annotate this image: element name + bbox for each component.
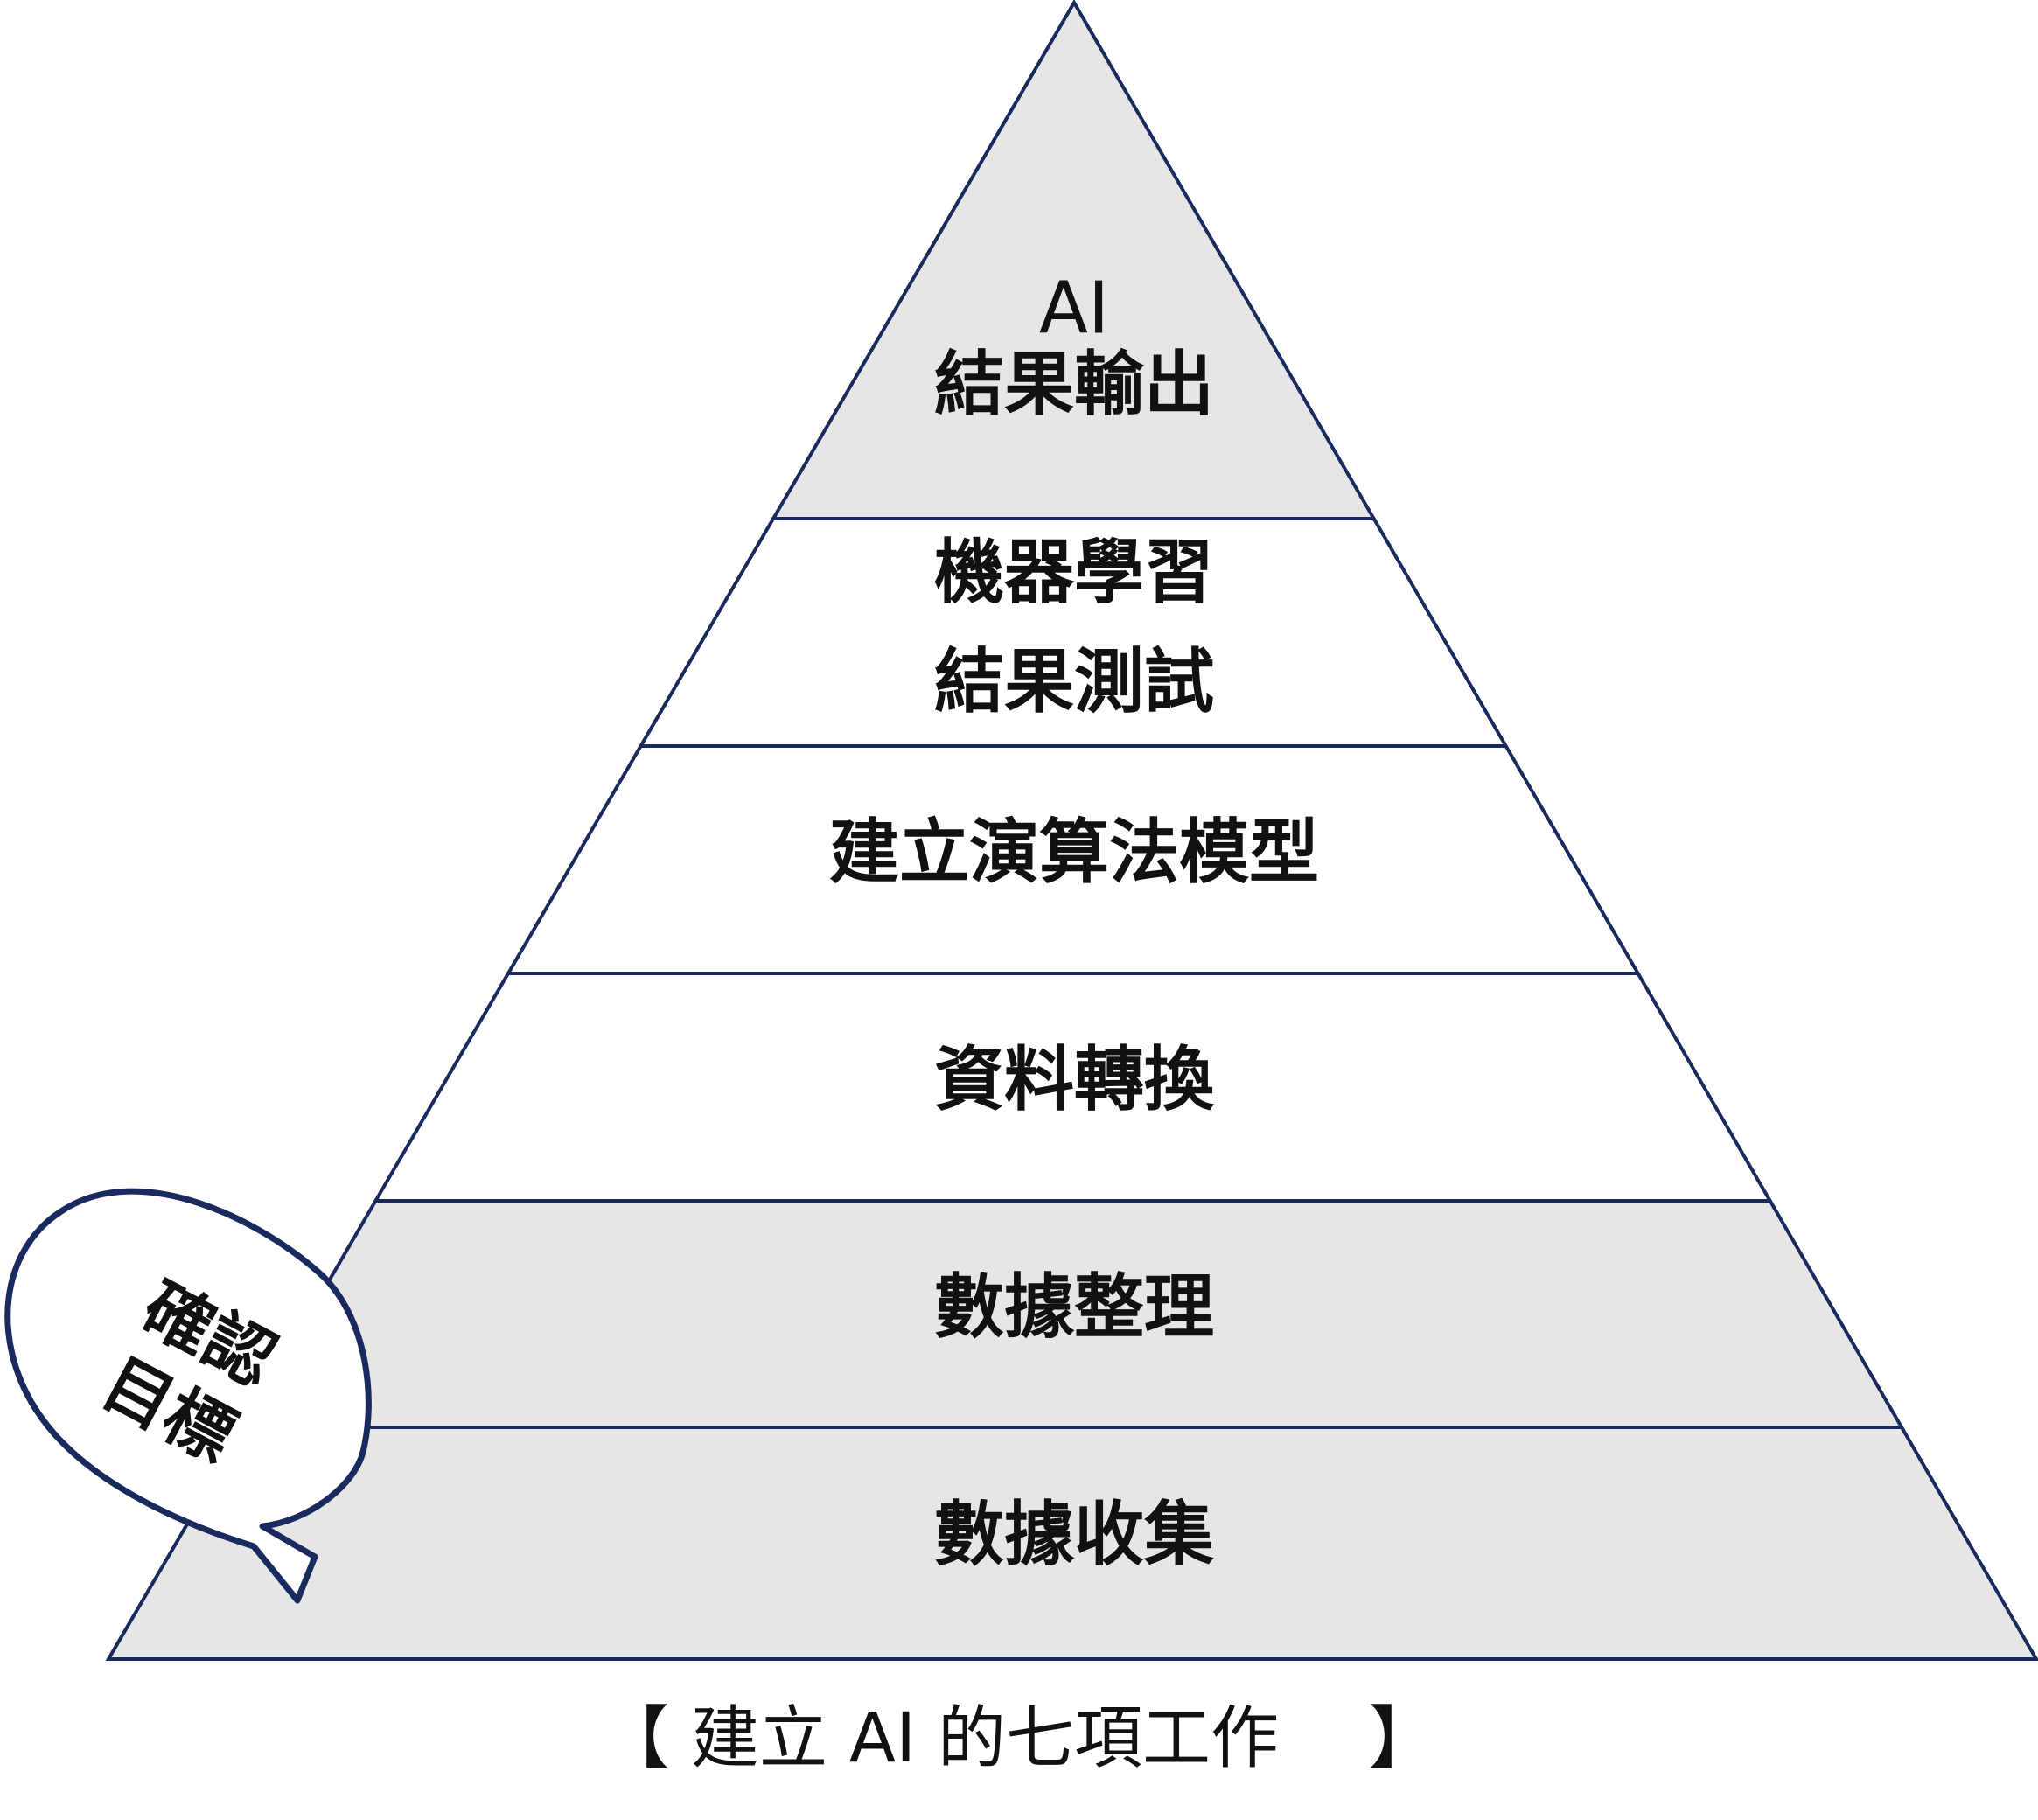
layer-label-transform-0: 資料轉換	[934, 1039, 1215, 1120]
layer-label-testing-1: 結果測試	[934, 641, 1214, 722]
layer-label-output-1: 結果輸出	[934, 344, 1214, 425]
pyramid-layer-collection	[105, 1426, 2038, 1661]
layer-label-collection-0: 數據收集	[934, 1494, 1214, 1575]
pyramid-layer-output	[770, 0, 1378, 520]
speech-bubble-shape	[4, 1188, 372, 1604]
layer-label-model-0: 建立演算法模型	[829, 812, 1319, 893]
layer-label-output-0: AI	[1039, 267, 1109, 350]
layer-label-testing-0: 機器學習	[934, 532, 1214, 613]
layer-label-cleaning-0: 數據整理	[934, 1266, 1214, 1348]
diagram-caption: 【 建立 AI 的七項工作 】	[601, 1699, 1437, 1778]
